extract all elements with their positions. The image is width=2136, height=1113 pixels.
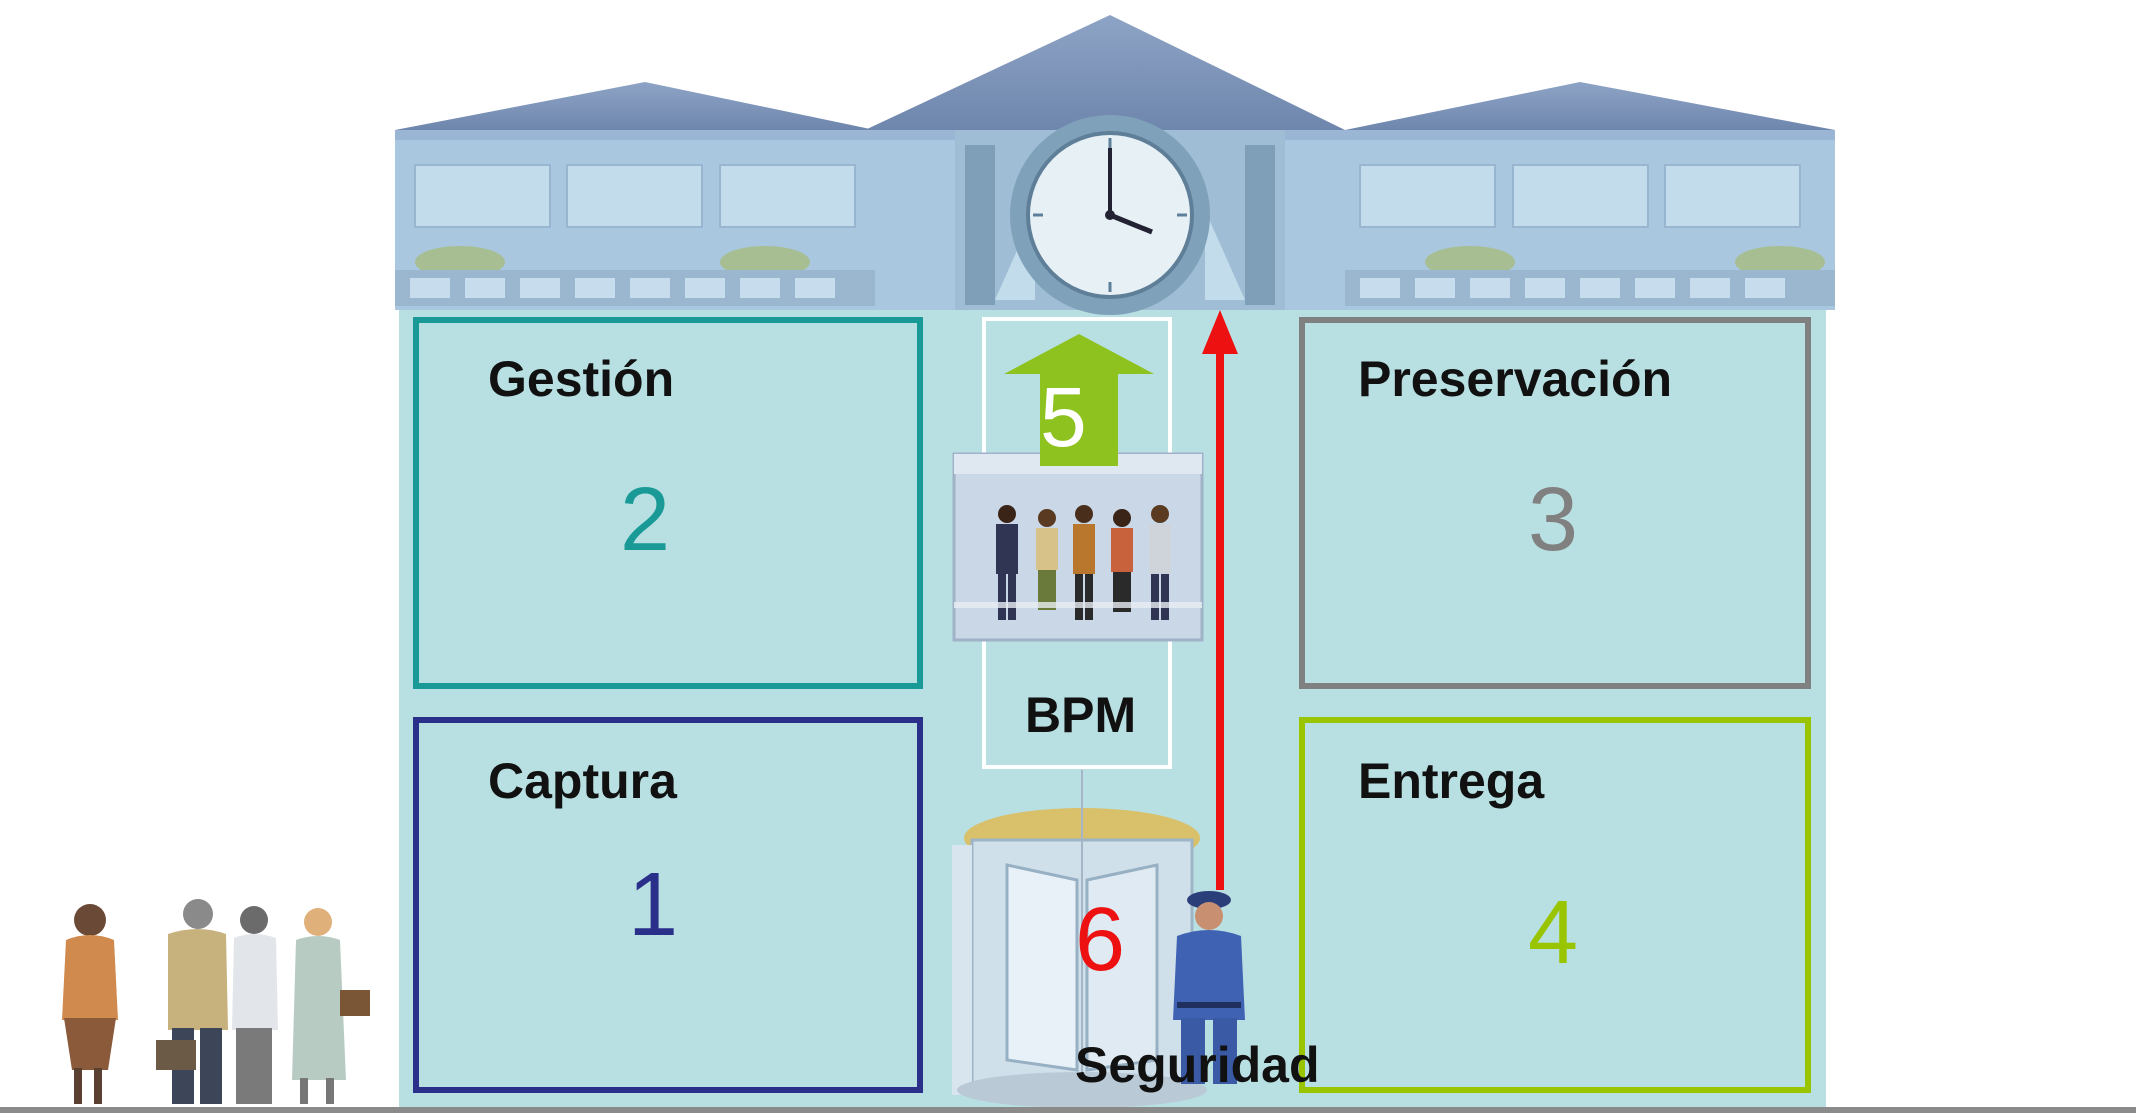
people-group-icon <box>62 899 370 1104</box>
entrega-label: Entrega <box>1358 753 1545 809</box>
preservacion-number: 3 <box>1528 470 1579 570</box>
seguridad-label: Seguridad <box>1075 1037 1320 1093</box>
gestion-label: Gestión <box>488 351 675 407</box>
entrega-box <box>1299 717 1811 1093</box>
bpm-number: 5 <box>1040 370 1087 464</box>
preservacion-box <box>1299 317 1811 689</box>
seguridad-arrow <box>1202 310 1238 890</box>
captura-label: Captura <box>488 753 677 809</box>
seguridad-number: 6 <box>1075 890 1126 990</box>
ground-line <box>0 1107 2136 1113</box>
gestion-box <box>413 317 923 689</box>
clock-icon <box>1010 115 1210 315</box>
entrega-number: 4 <box>1528 883 1579 983</box>
elevator-people-icon <box>952 452 1204 642</box>
gestion-number: 2 <box>620 470 671 570</box>
building-roof <box>395 15 1835 310</box>
bpm-label: BPM <box>1025 687 1137 743</box>
captura-box <box>413 717 923 1093</box>
up-arrow-icon <box>1004 334 1154 466</box>
security-guard-icon <box>1173 891 1245 1084</box>
captura-number: 1 <box>628 855 679 955</box>
revolving-door-icon <box>952 770 1207 1108</box>
preservacion-label: Preservación <box>1358 351 1673 407</box>
